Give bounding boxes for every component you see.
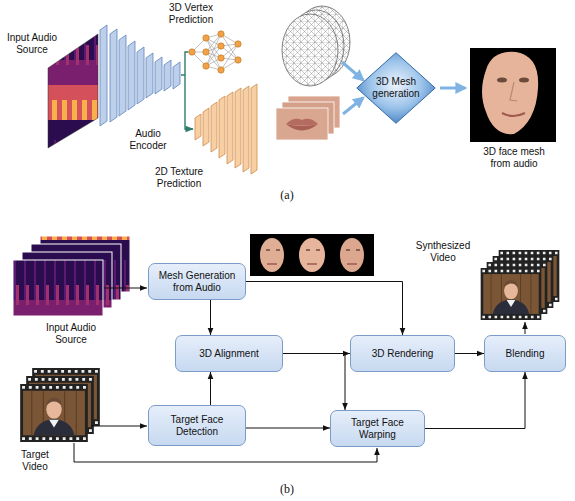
- mouths: [267, 263, 357, 264]
- encoder-layer: [164, 60, 171, 91]
- node-label: Blending: [491, 348, 559, 360]
- connector-arrow: [455, 353, 484, 354]
- face-skin: [482, 52, 538, 134]
- mesh-strip-faces: [260, 238, 364, 272]
- annotation: Audio Encoder: [118, 128, 178, 152]
- annotation: Input Audio Source: [4, 32, 60, 56]
- annotation: Input Audio Source: [36, 322, 106, 346]
- spectrogram: [48, 34, 98, 148]
- neuron: [218, 67, 224, 73]
- neuron: [189, 49, 195, 55]
- decoder-layer: [195, 114, 201, 140]
- mouth: [502, 113, 525, 116]
- decoder-layer: [203, 108, 209, 146]
- node-label: Mesh Generation from Audio: [155, 270, 239, 294]
- encoder-layer: [173, 62, 180, 89]
- process-box: 3D Rendering: [350, 335, 455, 372]
- neuron: [218, 31, 224, 37]
- process-box: Target Face Warping: [330, 410, 425, 447]
- flow-arrow: [440, 87, 465, 90]
- face-thumbnail: [299, 238, 325, 272]
- encoder-layer: [155, 57, 162, 94]
- rendered-face: [482, 52, 538, 134]
- process-box: Target Face Detection: [148, 405, 246, 446]
- annotation: 2D Texture Prediction: [146, 166, 212, 190]
- diamond-shape: [357, 53, 435, 124]
- node-label: 3D Rendering: [357, 348, 448, 360]
- video-frame: [481, 268, 542, 320]
- face-render-background: [470, 48, 556, 142]
- network-nodes: [189, 31, 241, 73]
- flow-arrow: [342, 62, 363, 80]
- subfigure-label: (b): [270, 482, 304, 496]
- eye: [519, 78, 529, 83]
- node-label: Target Face Detection: [155, 414, 239, 438]
- lip-frame: [276, 108, 328, 140]
- eye: [497, 78, 507, 83]
- lower-lip: [286, 124, 318, 131]
- encoder-layer: [119, 35, 126, 116]
- video-arrow: [91, 426, 147, 427]
- upper-lip: [286, 119, 318, 126]
- connector-arrow: [210, 372, 211, 405]
- process-box: 3D Alignment: [175, 335, 283, 372]
- neuron: [203, 35, 209, 41]
- node-label: 3D Mesh generation: [370, 76, 422, 100]
- neuron: [203, 49, 209, 55]
- decision-diamond: 3D Mesh generation: [356, 52, 436, 124]
- connector-arrow: [246, 282, 403, 336]
- decoder-layer: [227, 92, 233, 164]
- connector-arrow: [425, 372, 525, 429]
- eyes: [266, 249, 360, 250]
- annotation: 3D Vertex Prediction: [160, 2, 222, 26]
- texture-layers: [195, 84, 257, 174]
- neuron: [235, 57, 241, 63]
- annotation: Target Video: [10, 449, 60, 473]
- encoder-layer: [110, 29, 117, 122]
- spectrogram: [13, 260, 103, 316]
- node-label: Target Face Warping: [337, 417, 418, 441]
- encoder-layer: [137, 47, 144, 104]
- face-thumbnail: [260, 238, 284, 272]
- neuron: [218, 55, 224, 61]
- connector-arrow: [246, 428, 330, 429]
- decoder-layer: [211, 102, 217, 152]
- flow-arrow: [343, 98, 363, 114]
- encoder-layer: [128, 41, 135, 110]
- annotation: Synthesized Video: [408, 240, 478, 264]
- process-box: Mesh Generation from Audio: [148, 263, 246, 300]
- decoder-layer: [219, 96, 225, 158]
- encoder-layers: [100, 25, 180, 126]
- mesh-strip-background: [250, 234, 374, 276]
- connector-arrow: [283, 354, 345, 411]
- neuron: [218, 43, 224, 49]
- nose: [510, 82, 517, 101]
- encoder-layer: [146, 53, 153, 98]
- node-label: 3D Alignment: [182, 348, 276, 360]
- encoder-layer: [100, 25, 107, 126]
- spectrogram-stack: [13, 236, 130, 316]
- subfigure-label: (a): [270, 188, 304, 202]
- annotation: 3D face mesh from audio: [474, 146, 554, 170]
- neuron: [203, 63, 209, 69]
- wireframe-face: [282, 14, 338, 86]
- decoder-layer: [251, 84, 257, 174]
- branch-line: [181, 52, 193, 129]
- face-thumbnail: [340, 238, 364, 272]
- decoder-layer: [243, 86, 249, 172]
- process-box: Blending: [484, 335, 566, 372]
- mesh-wireframes: [282, 6, 350, 86]
- input-arrow: [104, 288, 147, 289]
- decoder-layer: [235, 88, 241, 168]
- output-arrow: [525, 322, 526, 334]
- network-links: [192, 34, 238, 70]
- video-frame: [20, 384, 88, 442]
- lip-textures: [276, 96, 340, 140]
- connector-arrow: [210, 300, 211, 335]
- neuron: [235, 41, 241, 47]
